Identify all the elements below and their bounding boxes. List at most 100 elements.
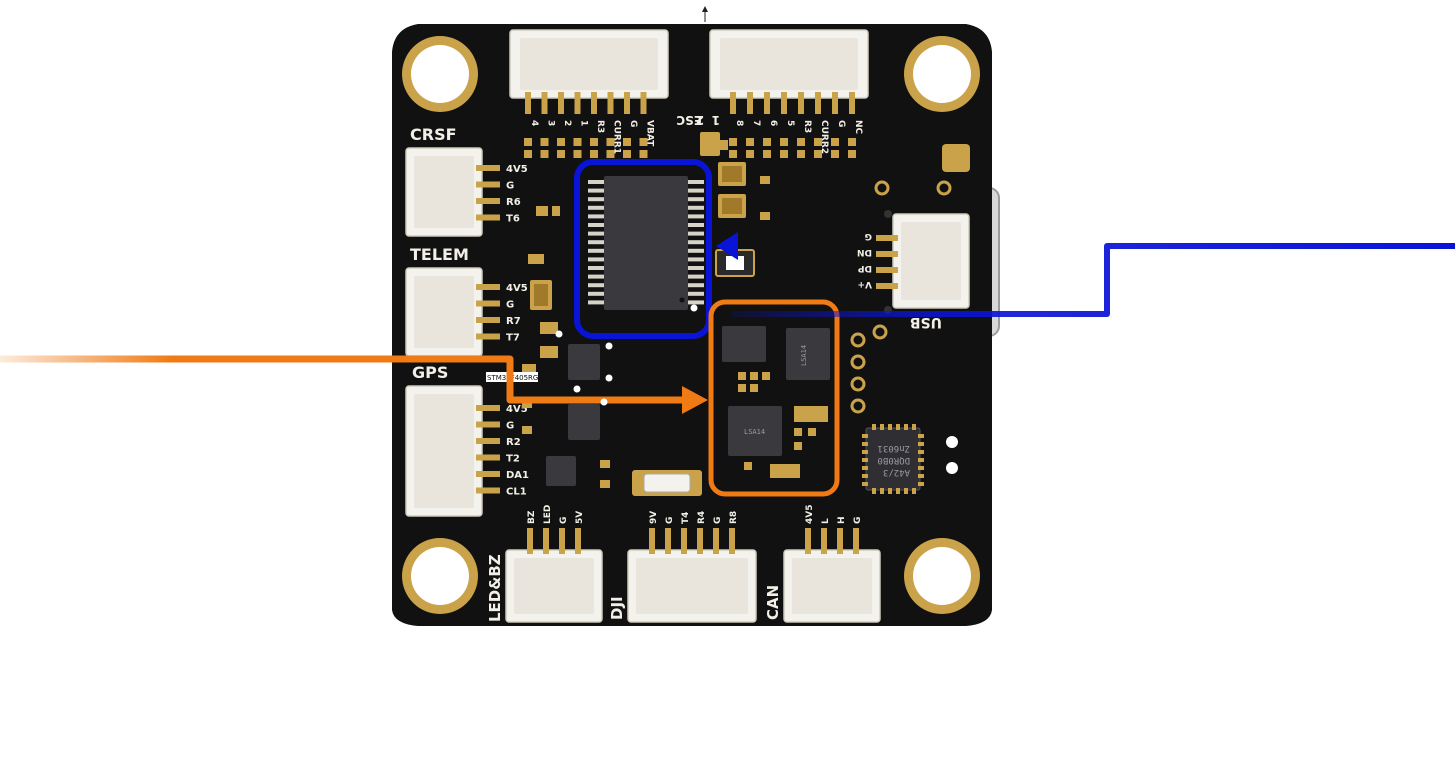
qfn-pad: [918, 474, 924, 478]
dji-label: DJI: [608, 596, 626, 620]
gps-pin: [476, 438, 500, 444]
esc2-pin-label: 6: [768, 120, 778, 126]
dji-pin: [713, 528, 719, 554]
dji-pin: [649, 528, 655, 554]
can-pin-label: H: [837, 516, 847, 524]
can-pin: [821, 528, 827, 554]
esc2-pin: [849, 92, 855, 114]
esc2-pad: [746, 138, 754, 146]
usb-label: USB: [910, 314, 942, 330]
telem-pin-label: G: [506, 300, 514, 311]
qfn-pad: [918, 434, 924, 438]
mcu-highlight-box: [574, 159, 712, 339]
mcu-pin: [686, 223, 704, 227]
marker-dot-1: [555, 330, 563, 338]
can-pin-label: L: [821, 518, 831, 524]
esc2-pin: [764, 92, 770, 114]
dji-pin-label: R8: [729, 511, 739, 524]
mounting-hole-top-left: [402, 36, 478, 112]
mcu-pin: [588, 240, 606, 245]
esc2-pad: [780, 150, 788, 158]
esc1-pin-label: 4: [529, 120, 539, 126]
esc1-pad: [639, 138, 648, 146]
esc2-pin-label: 8: [734, 120, 744, 126]
mounting-holes: [402, 36, 980, 614]
esc2-pad: [814, 150, 822, 158]
dji-connector: [627, 549, 757, 623]
crsf-pin: [476, 181, 500, 188]
led-bz-pins: BZ LED G 5V: [527, 505, 585, 554]
mcu-pin: [588, 274, 606, 279]
mounting-hole-top-right: [904, 36, 980, 112]
led_bz-pin: [527, 528, 533, 554]
mcu-pin: [686, 248, 704, 253]
qfn-pad: [888, 424, 892, 430]
qfn-pad: [904, 424, 908, 430]
led_bz-pin-label: 5V: [575, 511, 585, 524]
qfn-pad: [862, 466, 868, 470]
sensor-highlight-box: [708, 299, 840, 497]
mcu-pin: [588, 257, 606, 262]
esc2-connector: [709, 29, 869, 114]
esc1-pin: [640, 92, 647, 114]
esc1-pad: [573, 138, 582, 146]
sensor-chip-label: LSA14: [744, 428, 765, 436]
esc2-pad: [814, 138, 822, 146]
marker-dot-3: [605, 374, 613, 382]
esc-label-1: 1: [712, 113, 720, 127]
qfn-line-3: Zn6031: [877, 443, 910, 453]
esc1-pin: [624, 92, 630, 114]
esc2-pad: [831, 150, 839, 158]
mcu-pin: [686, 205, 704, 210]
mcu-pin: [588, 197, 606, 202]
led_bz-pin-label: G: [559, 517, 569, 524]
led_bz-pin-label: LED: [543, 505, 553, 524]
crsf-pin-label: R6: [506, 197, 521, 208]
dji-pin-label: R4: [697, 511, 707, 524]
marker-dot-2: [605, 342, 613, 350]
esc-label: ESC: [676, 113, 702, 127]
can-label: CAN: [764, 585, 782, 620]
can-pin: [837, 528, 843, 554]
led_bz-pin-label: BZ: [527, 510, 537, 524]
telem-pin: [476, 284, 500, 290]
crsf-pin-label: G: [506, 181, 514, 192]
led-bz-label: LED&BZ: [486, 554, 504, 622]
qfn-pad: [862, 482, 868, 486]
esc1-pad: [623, 150, 631, 158]
mcu-pin: [686, 240, 704, 245]
gps-pin-label: 4V5: [506, 404, 528, 415]
gps-pin: [476, 454, 500, 461]
esc2-pad: [831, 138, 839, 146]
esc1-pad: [606, 150, 615, 158]
crsf-pin: [476, 198, 500, 204]
esc1-pin: [558, 92, 564, 114]
can-connector: [783, 549, 881, 623]
qfn-pad: [912, 424, 916, 430]
esc2-pin: [781, 92, 787, 114]
crsf-label: CRSF: [410, 125, 457, 144]
can-pin: [853, 528, 859, 554]
qfn-pad: [872, 488, 876, 494]
mcu-pin: [588, 180, 606, 184]
esc2-pin: [798, 92, 804, 114]
can-pin-label: G: [853, 517, 863, 524]
mcu-pin: [686, 214, 704, 219]
qfn-pad: [862, 450, 868, 454]
esc-label-2: 2: [696, 113, 704, 127]
esc1-pin-label: R3: [595, 120, 605, 133]
mcu-pin: [686, 188, 704, 193]
usb-pin-label: G: [865, 231, 872, 241]
crsf-pin-label: 4V5: [506, 164, 528, 175]
qfn-pad: [918, 450, 924, 454]
qfn-line-2: DQR0B0: [877, 455, 910, 465]
qfn-pad: [880, 424, 884, 430]
esc2-pad: [763, 138, 771, 146]
top-tick-arrowhead: [702, 6, 708, 12]
led_bz-pin: [559, 528, 565, 554]
usb-connector: [892, 213, 970, 309]
